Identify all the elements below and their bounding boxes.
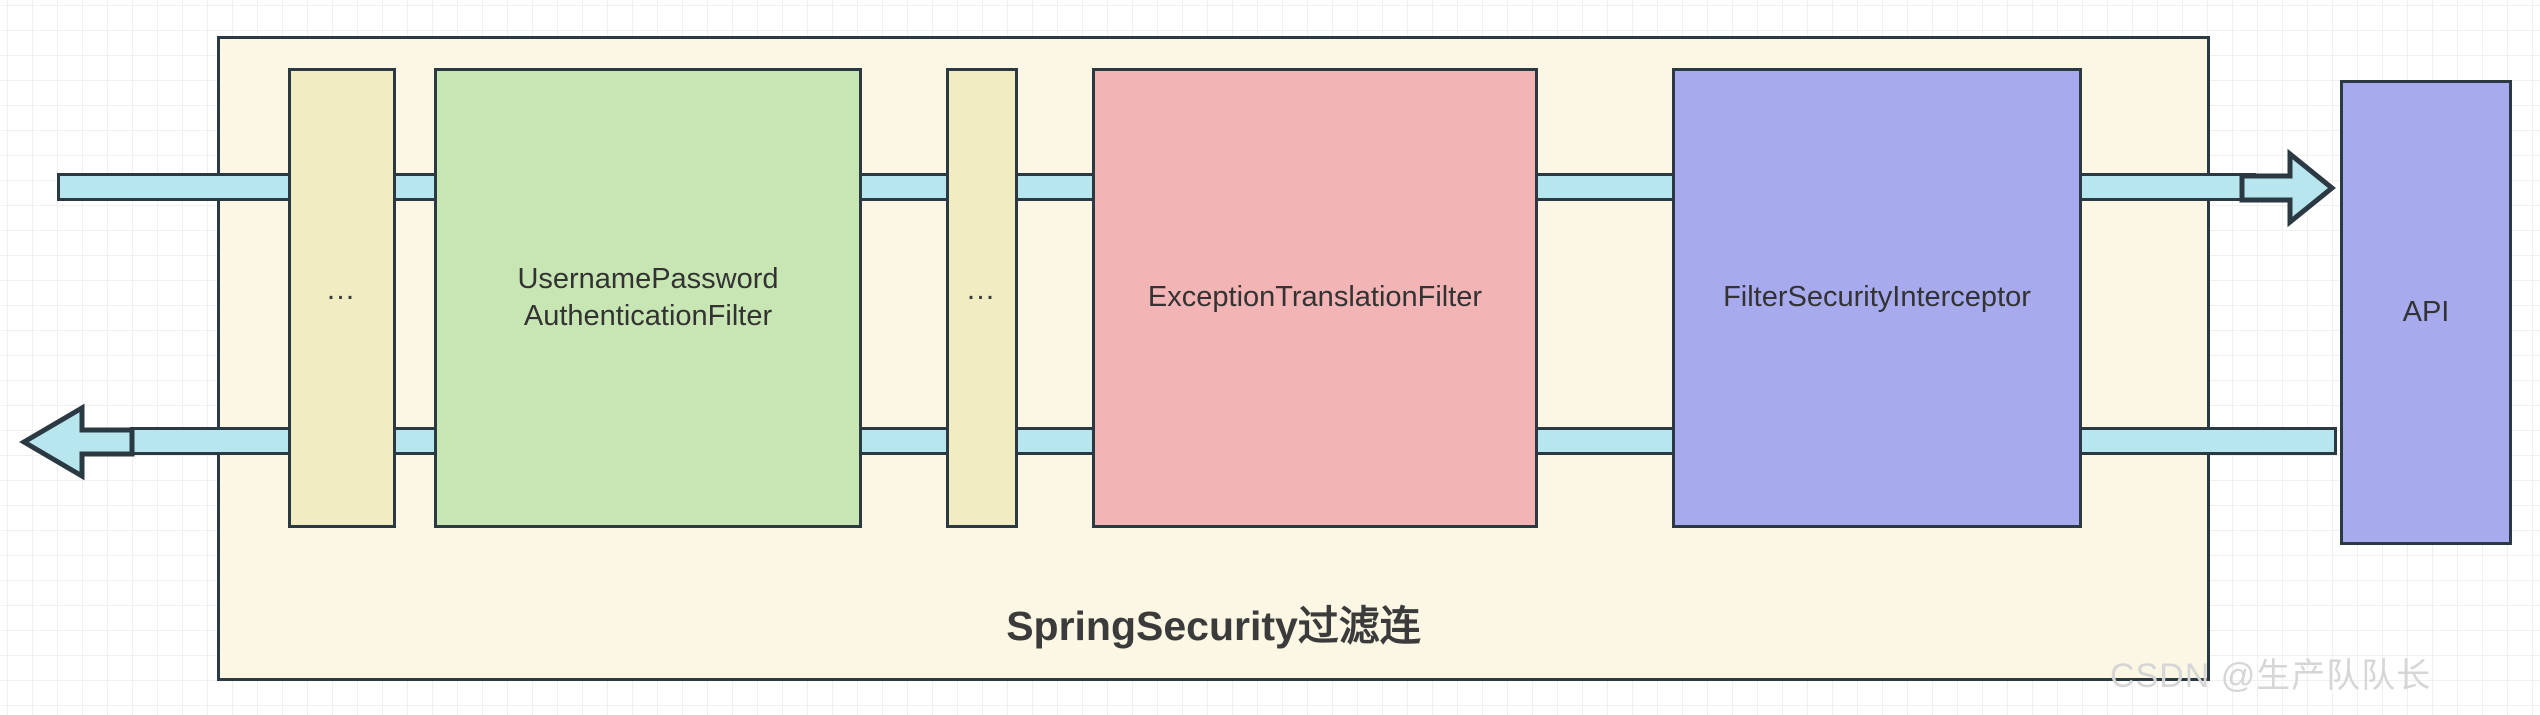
filter-box-ellipsis-1[interactable]: …	[288, 68, 396, 528]
chain-title: SpringSecurity过滤连	[1006, 602, 1421, 649]
filter-box-ellipsis-2[interactable]: …	[946, 68, 1018, 528]
flow-band-request-seg-2	[862, 173, 946, 201]
flow-band-request-seg-3	[1018, 173, 1092, 201]
filter-label-line-1: UsernamePassword	[517, 262, 779, 295]
filter-label-ellipsis-2: …	[965, 272, 999, 306]
filter-box-exception-translation-filter[interactable]: ExceptionTranslationFilter	[1092, 68, 1538, 528]
flow-band-response-seg-0	[130, 427, 288, 455]
filter-label-exception-translation-filter: ExceptionTranslationFilter	[1147, 281, 1483, 314]
flow-band-response-seg-3	[1018, 427, 1092, 455]
flow-band-request-seg-4	[1538, 173, 1672, 201]
flow-band-response-seg-2	[862, 427, 946, 455]
filter-label-line-2: AuthenticationFilter	[523, 300, 773, 332]
flow-band-response-seg-1	[396, 427, 434, 455]
filter-label-username-password-authentication-filter: UsernamePassword AuthenticationFilter	[507, 261, 788, 335]
flow-band-request-seg-1	[396, 173, 434, 201]
flow-band-request-entry	[57, 173, 288, 201]
filter-label-filter-security-interceptor: FilterSecurityInterceptor	[1723, 281, 2031, 314]
csdn-watermark: CSDN @生产队队长	[2110, 657, 2432, 695]
request-arrow-head-icon	[2239, 148, 2336, 228]
filter-box-filter-security-interceptor[interactable]: FilterSecurityInterceptor	[1672, 68, 2082, 528]
api-label: API	[2402, 295, 2450, 328]
flow-band-response-seg-4	[1538, 427, 1672, 455]
api-box[interactable]: API	[2340, 80, 2512, 545]
flow-band-request-seg-5	[2082, 173, 2256, 201]
filter-box-username-password-authentication-filter[interactable]: UsernamePassword AuthenticationFilter	[434, 68, 862, 528]
response-arrow-head-icon	[19, 403, 135, 481]
flow-band-response-exit	[2082, 427, 2337, 455]
filter-label-ellipsis-1: …	[325, 272, 359, 306]
